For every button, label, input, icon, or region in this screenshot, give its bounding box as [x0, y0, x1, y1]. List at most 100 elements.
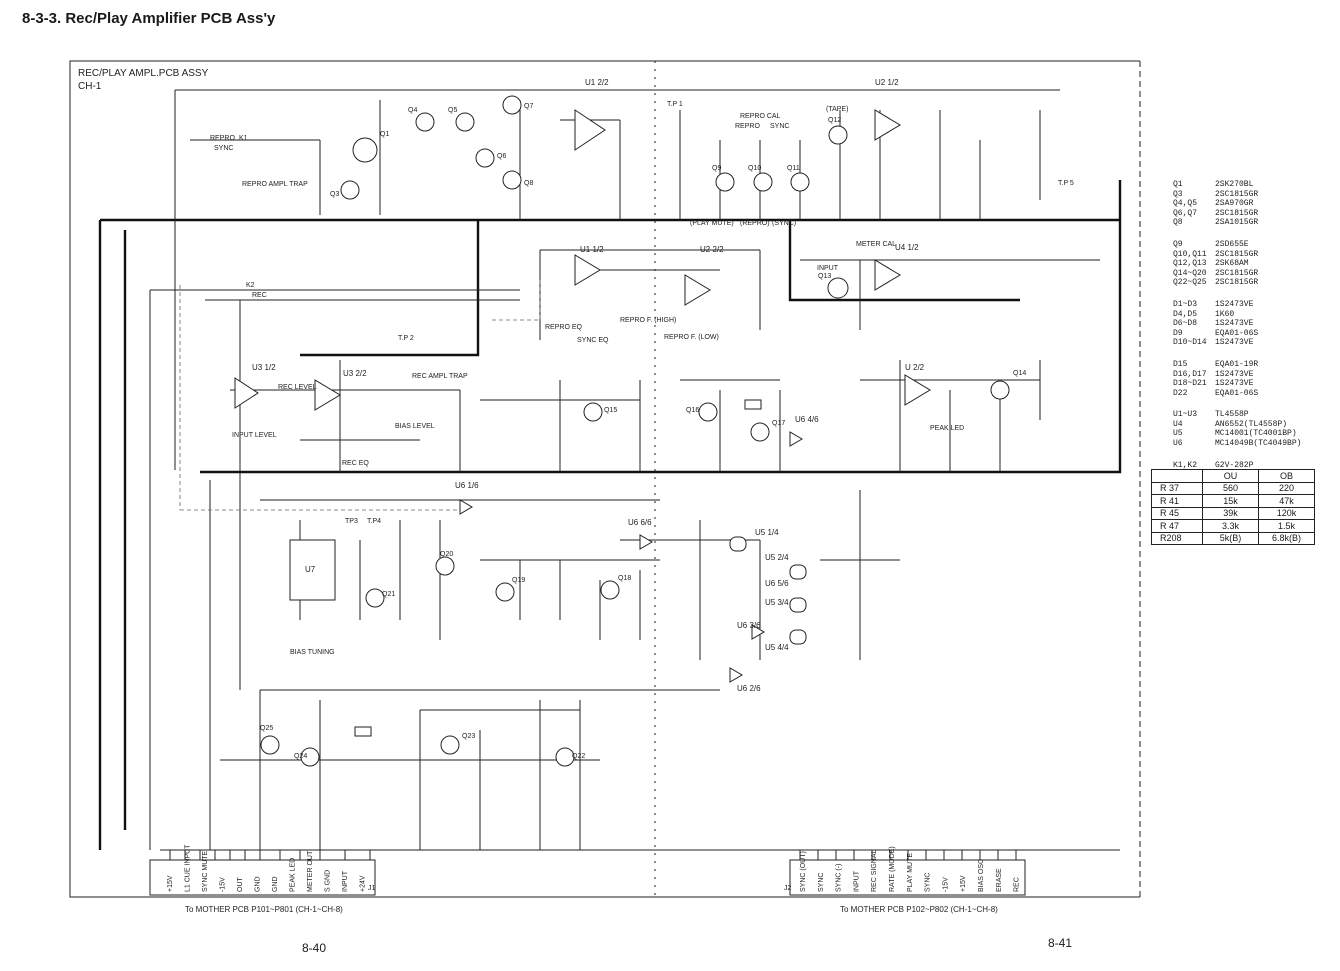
connector-pin-label: S GND: [325, 870, 332, 892]
part-ref: D10~D14: [1173, 338, 1207, 348]
transistor-label: Q9: [712, 165, 721, 172]
part-number: EQA01-06S: [1215, 328, 1259, 338]
ic-label: U3 2/2: [343, 369, 367, 378]
annotation-label: (PLAY MUTE): [690, 220, 734, 227]
part-ref: U4: [1173, 419, 1183, 429]
mother-right-label: To MOTHER PCB P102~P802 (CH-1~CH-8): [840, 905, 998, 914]
annotation-label: REC AMPL TRAP: [412, 373, 468, 380]
annotation-label: PEAK LED: [930, 425, 964, 432]
resistor-table-cell: OB: [1258, 469, 1315, 483]
transistor-label: Q16: [686, 407, 699, 414]
connector-boxes: [149, 859, 1026, 896]
annotation-label: K1: [239, 135, 248, 142]
part-ref: Q10,Q11: [1173, 249, 1207, 259]
connector-pin-label: PLAY MUTE: [907, 853, 914, 892]
transistor-label: Q7: [524, 103, 533, 110]
annotation-label: (REPRO): [740, 220, 770, 227]
part-number: 1S2473VE: [1215, 299, 1254, 309]
annotation-label: T.P 2: [398, 335, 414, 342]
part-number: MC14049B(TC4049BP): [1215, 439, 1302, 449]
part-number: TL4558P: [1215, 410, 1249, 420]
part-ref: D15: [1173, 359, 1188, 369]
annotation-label: T.P4: [367, 518, 381, 525]
annotation-label: INPUT LEVEL: [232, 432, 277, 439]
transistor-label: Q21: [382, 591, 395, 598]
ic-label: U5 1/4: [755, 528, 779, 537]
ic-label: U1 2/2: [585, 78, 609, 87]
transistor-label: Q5: [448, 107, 457, 114]
annotation-label: REPRO: [735, 123, 760, 130]
part-ref: Q1: [1173, 180, 1183, 189]
resistor-table-cell: R 41: [1151, 494, 1203, 508]
part-number: 2SC1815GR: [1215, 208, 1259, 218]
resistor-table-cell: OU: [1202, 469, 1259, 483]
part-ref: D4,D5: [1173, 309, 1198, 319]
annotation-label: (TAPE): [826, 106, 848, 113]
part-number: AN6552(TL4558P): [1215, 419, 1288, 429]
resistor-table-cell: 39k: [1202, 506, 1259, 520]
ic-label: U6 2/6: [737, 684, 761, 693]
transistor-label: Q1: [380, 131, 389, 138]
connector-pin-label: REC SIGNAL: [871, 849, 878, 892]
annotation-label: TP3: [345, 518, 358, 525]
part-number: 2SK68AM: [1215, 259, 1249, 269]
ic-label: U6 6/6: [628, 518, 652, 527]
resistor-table-cell: 6.8k(B): [1258, 531, 1315, 545]
annotation-label: (SYNC): [772, 220, 796, 227]
ic-label: U7: [305, 565, 316, 574]
board-sub: CH-1: [78, 81, 102, 92]
part-number: 1S2473VE: [1215, 319, 1254, 329]
resistor-table-cell: [1151, 469, 1203, 483]
transistor-label: Q18: [618, 575, 631, 582]
part-number: 2SA970GR: [1215, 199, 1254, 209]
transistor-label: Q22: [572, 753, 585, 760]
part-number: 2SC1815GR: [1215, 249, 1259, 259]
connector-pin-label: INPUT: [342, 870, 349, 892]
transistor-label: Q24: [294, 753, 307, 760]
ic-label: U3 1/2: [252, 363, 276, 372]
transistor-label: Q23: [462, 733, 475, 740]
signal-rail: [300, 220, 480, 357]
part-number: 2SK270BL: [1215, 180, 1254, 189]
connector-pin-label: RATE (MODE): [889, 846, 896, 892]
part-ref: D22: [1173, 388, 1188, 398]
transistor-label: Q6: [497, 153, 506, 160]
part-ref: Q4,Q5: [1173, 199, 1198, 209]
annotation-label: REPRO: [210, 135, 235, 142]
part-ref: Q8: [1173, 218, 1183, 228]
part-number: 1S2473VE: [1215, 338, 1254, 348]
resistor-table-cell: 220: [1258, 481, 1315, 495]
transistor-label: Q8: [524, 180, 533, 187]
part-number: EQA01-06S: [1215, 388, 1259, 398]
mother-left-label: To MOTHER PCB P101~P801 (CH-1~CH-8): [185, 905, 343, 914]
part-ref: U6: [1173, 439, 1183, 449]
part-ref: Q6,Q7: [1173, 208, 1198, 218]
part-number: MC14001(TC4001BP): [1215, 429, 1297, 439]
resistor-table-cell: 560: [1202, 481, 1259, 495]
connector-pin-label: +15V: [167, 875, 174, 892]
ic-label: U1 1/2: [580, 245, 604, 254]
transistor-label: Q17: [772, 420, 785, 427]
connector-pin-label: GND: [255, 876, 262, 892]
resistor-table-cell: R 45: [1151, 506, 1203, 520]
annotation-label: J1: [368, 885, 376, 892]
ic-label: U6 5/6: [765, 579, 789, 588]
u7-block: [289, 539, 336, 601]
annotation-label: REPRO AMPL TRAP: [242, 181, 308, 188]
part-number: 2SA1015GR: [1215, 218, 1259, 228]
transistors: [260, 95, 1010, 767]
connector-pin-label: PEAK LED: [290, 858, 297, 892]
ic-label: U2 2/2: [700, 245, 724, 254]
part-ref: Q9: [1173, 239, 1183, 249]
part-ref: K1,K2: [1173, 460, 1198, 470]
